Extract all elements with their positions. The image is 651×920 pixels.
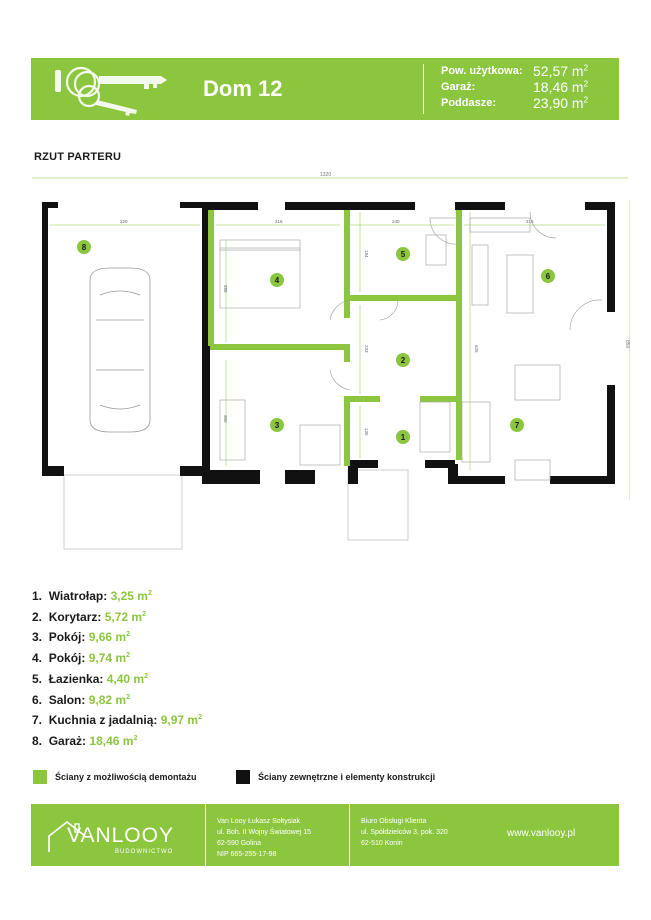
- svg-text:7: 7: [515, 421, 520, 430]
- list-item: 2. Korytarz: 5,72 m2: [32, 609, 146, 624]
- stat-usable-area: Pow. użytkowa: 52,57 m2: [441, 63, 611, 80]
- svg-text:388: 388: [223, 285, 228, 293]
- svg-text:6: 6: [546, 272, 551, 281]
- keys-icon: [55, 66, 167, 116]
- legend-label: Ściany z możliwością demontażu: [55, 772, 197, 782]
- list-item: 3. Pokój: 9,66 m2: [32, 630, 130, 645]
- svg-text:184: 184: [364, 250, 369, 258]
- website-link[interactable]: www.vanlooy.pl: [507, 828, 576, 839]
- logo-text: VANLOOY: [67, 824, 174, 847]
- stat-value: 23,90 m2: [533, 95, 589, 111]
- legend-swatch-black: [236, 770, 250, 784]
- stat-label: Poddasze:: [441, 97, 497, 109]
- list-item: 5. Łazienka: 4,40 m2: [32, 671, 148, 686]
- list-item: 6. Salon: 9,82 m2: [32, 692, 130, 707]
- house-title: Dom 12: [203, 76, 283, 101]
- svg-text:233: 233: [364, 345, 369, 353]
- header-stats: Pow. użytkowa: 52,57 m2 Garaż: 18,46 m2 …: [441, 63, 611, 112]
- svg-text:240: 240: [392, 219, 400, 224]
- svg-text:136: 136: [364, 428, 369, 436]
- list-item: 1. Wiatrołap: 3,25 m2: [32, 589, 152, 603]
- svg-text:216: 216: [275, 219, 283, 224]
- section-title: RZUT PARTERU: [34, 151, 122, 163]
- header-divider: [423, 64, 424, 114]
- dim-total-depth: 850: [624, 340, 630, 349]
- stat-value: 52,57 m2: [533, 63, 589, 79]
- dim-total-width: 1320: [320, 172, 331, 178]
- logo-subtitle: BUDOWNICTWO: [115, 849, 174, 855]
- stat-garage: Garaż: 18,46 m2: [441, 79, 611, 96]
- room-markers: 8 4 3 5 2 1 6 7: [77, 240, 555, 444]
- stat-value: 18,46 m2: [533, 79, 589, 95]
- footer-banner: VANLOOY BUDOWNICTWO Van Looy Łukasz Sołt…: [31, 804, 619, 866]
- company-info: Van Looy Łukasz Sołtysiak ul. Boh. II Wo…: [217, 818, 312, 858]
- svg-text:1: 1: [401, 433, 406, 442]
- list-item: 7. Kuchnia z jadalnią: 9,97 m2: [32, 713, 202, 728]
- svg-text:4: 4: [275, 276, 280, 285]
- removable-walls: [208, 210, 462, 466]
- footer-divider: [349, 804, 350, 866]
- svg-text:3: 3: [275, 421, 280, 430]
- room-list: 1. Wiatrołap: 3,25 m2 2. Korytarz: 5,72 …: [32, 585, 202, 751]
- stat-label: Garaż:: [441, 81, 476, 93]
- car-icon: [89, 267, 151, 433]
- office-info: Biuro Obsługi Klienta ul. Spółdzielców 3…: [361, 818, 448, 847]
- floor-plan: 1320 850: [32, 172, 630, 550]
- stat-label: Pow. użytkowa:: [441, 65, 523, 77]
- svg-text:320: 320: [120, 219, 128, 224]
- svg-text:5: 5: [401, 250, 406, 259]
- footer-divider: [205, 804, 206, 866]
- svg-text:626: 626: [474, 345, 479, 353]
- header-banner: Dom 12 Pow. użytkowa: 52,57 m2 Garaż: 18…: [31, 58, 619, 120]
- stat-attic: Poddasze: 23,90 m2: [441, 95, 611, 112]
- legend-swatch-green: [33, 770, 47, 784]
- svg-text:306: 306: [223, 415, 228, 423]
- exterior-walls: [42, 202, 615, 484]
- legend-label: Ściany zewnętrzne i elementy konstrukcji: [258, 772, 436, 782]
- house-logo-icon: [48, 820, 86, 852]
- svg-text:2: 2: [401, 356, 406, 365]
- list-item: 4. Pokój: 9,74 m2: [32, 651, 130, 666]
- svg-text:8: 8: [82, 243, 87, 252]
- list-item: 8. Garaż: 18,46 m2: [32, 733, 138, 748]
